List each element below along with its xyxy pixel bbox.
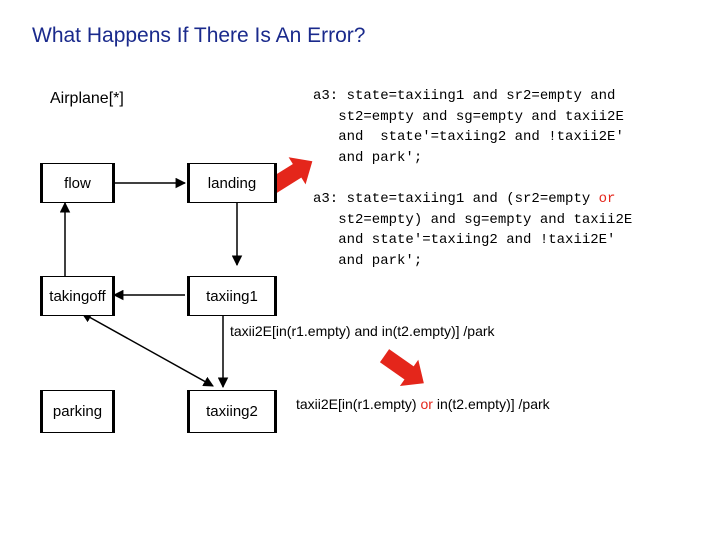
action-original-line3: and state'=taxiing2 and !taxii2E': [313, 129, 624, 145]
action-error: a3: state=taxiing1 and (sr2=empty or st2…: [313, 189, 632, 271]
state-parking: parking: [40, 390, 115, 433]
state-flow: flow: [40, 163, 115, 203]
transition-label-original: taxii2E[in(r1.empty) and in(t2.empty)] /…: [230, 323, 495, 339]
red-arrow-transition: [379, 349, 424, 386]
action-original: a3: state=taxiing1 and sr2=empty and st2…: [313, 86, 624, 168]
action-error-line2: st2=empty) and sg=empty and taxii2E: [313, 211, 633, 228]
state-taxiing2: taxiing2: [187, 390, 277, 433]
statemachine-label: Airplane[*]: [50, 90, 124, 107]
action-original-line2: st2=empty and sg=empty and taxii2E: [313, 108, 624, 125]
state-takingoff: takingoff: [40, 276, 115, 316]
action-original-line1: a3: state=taxiing1 and sr2=empty and: [313, 88, 616, 104]
transition-or-highlight: or: [420, 396, 433, 412]
action-original-line4: and park';: [313, 149, 423, 166]
action-error-line4: and park';: [313, 252, 423, 269]
state-taxiing1: taxiing1: [187, 276, 277, 316]
state-landing: landing: [187, 163, 277, 203]
page-title: What Happens If There Is An Error?: [32, 24, 366, 47]
edge-taxiing2-takingoff: [81, 312, 214, 387]
action-error-line1: a3: state=taxiing1 and (sr2=empty: [313, 191, 599, 207]
action-error-line3: and state'=taxiing2 and !taxii2E': [313, 232, 616, 248]
error-or-highlight: or: [598, 191, 616, 207]
transition-label-error: taxii2E[in(r1.empty) or in(t2.empty)] /p…: [296, 396, 550, 412]
